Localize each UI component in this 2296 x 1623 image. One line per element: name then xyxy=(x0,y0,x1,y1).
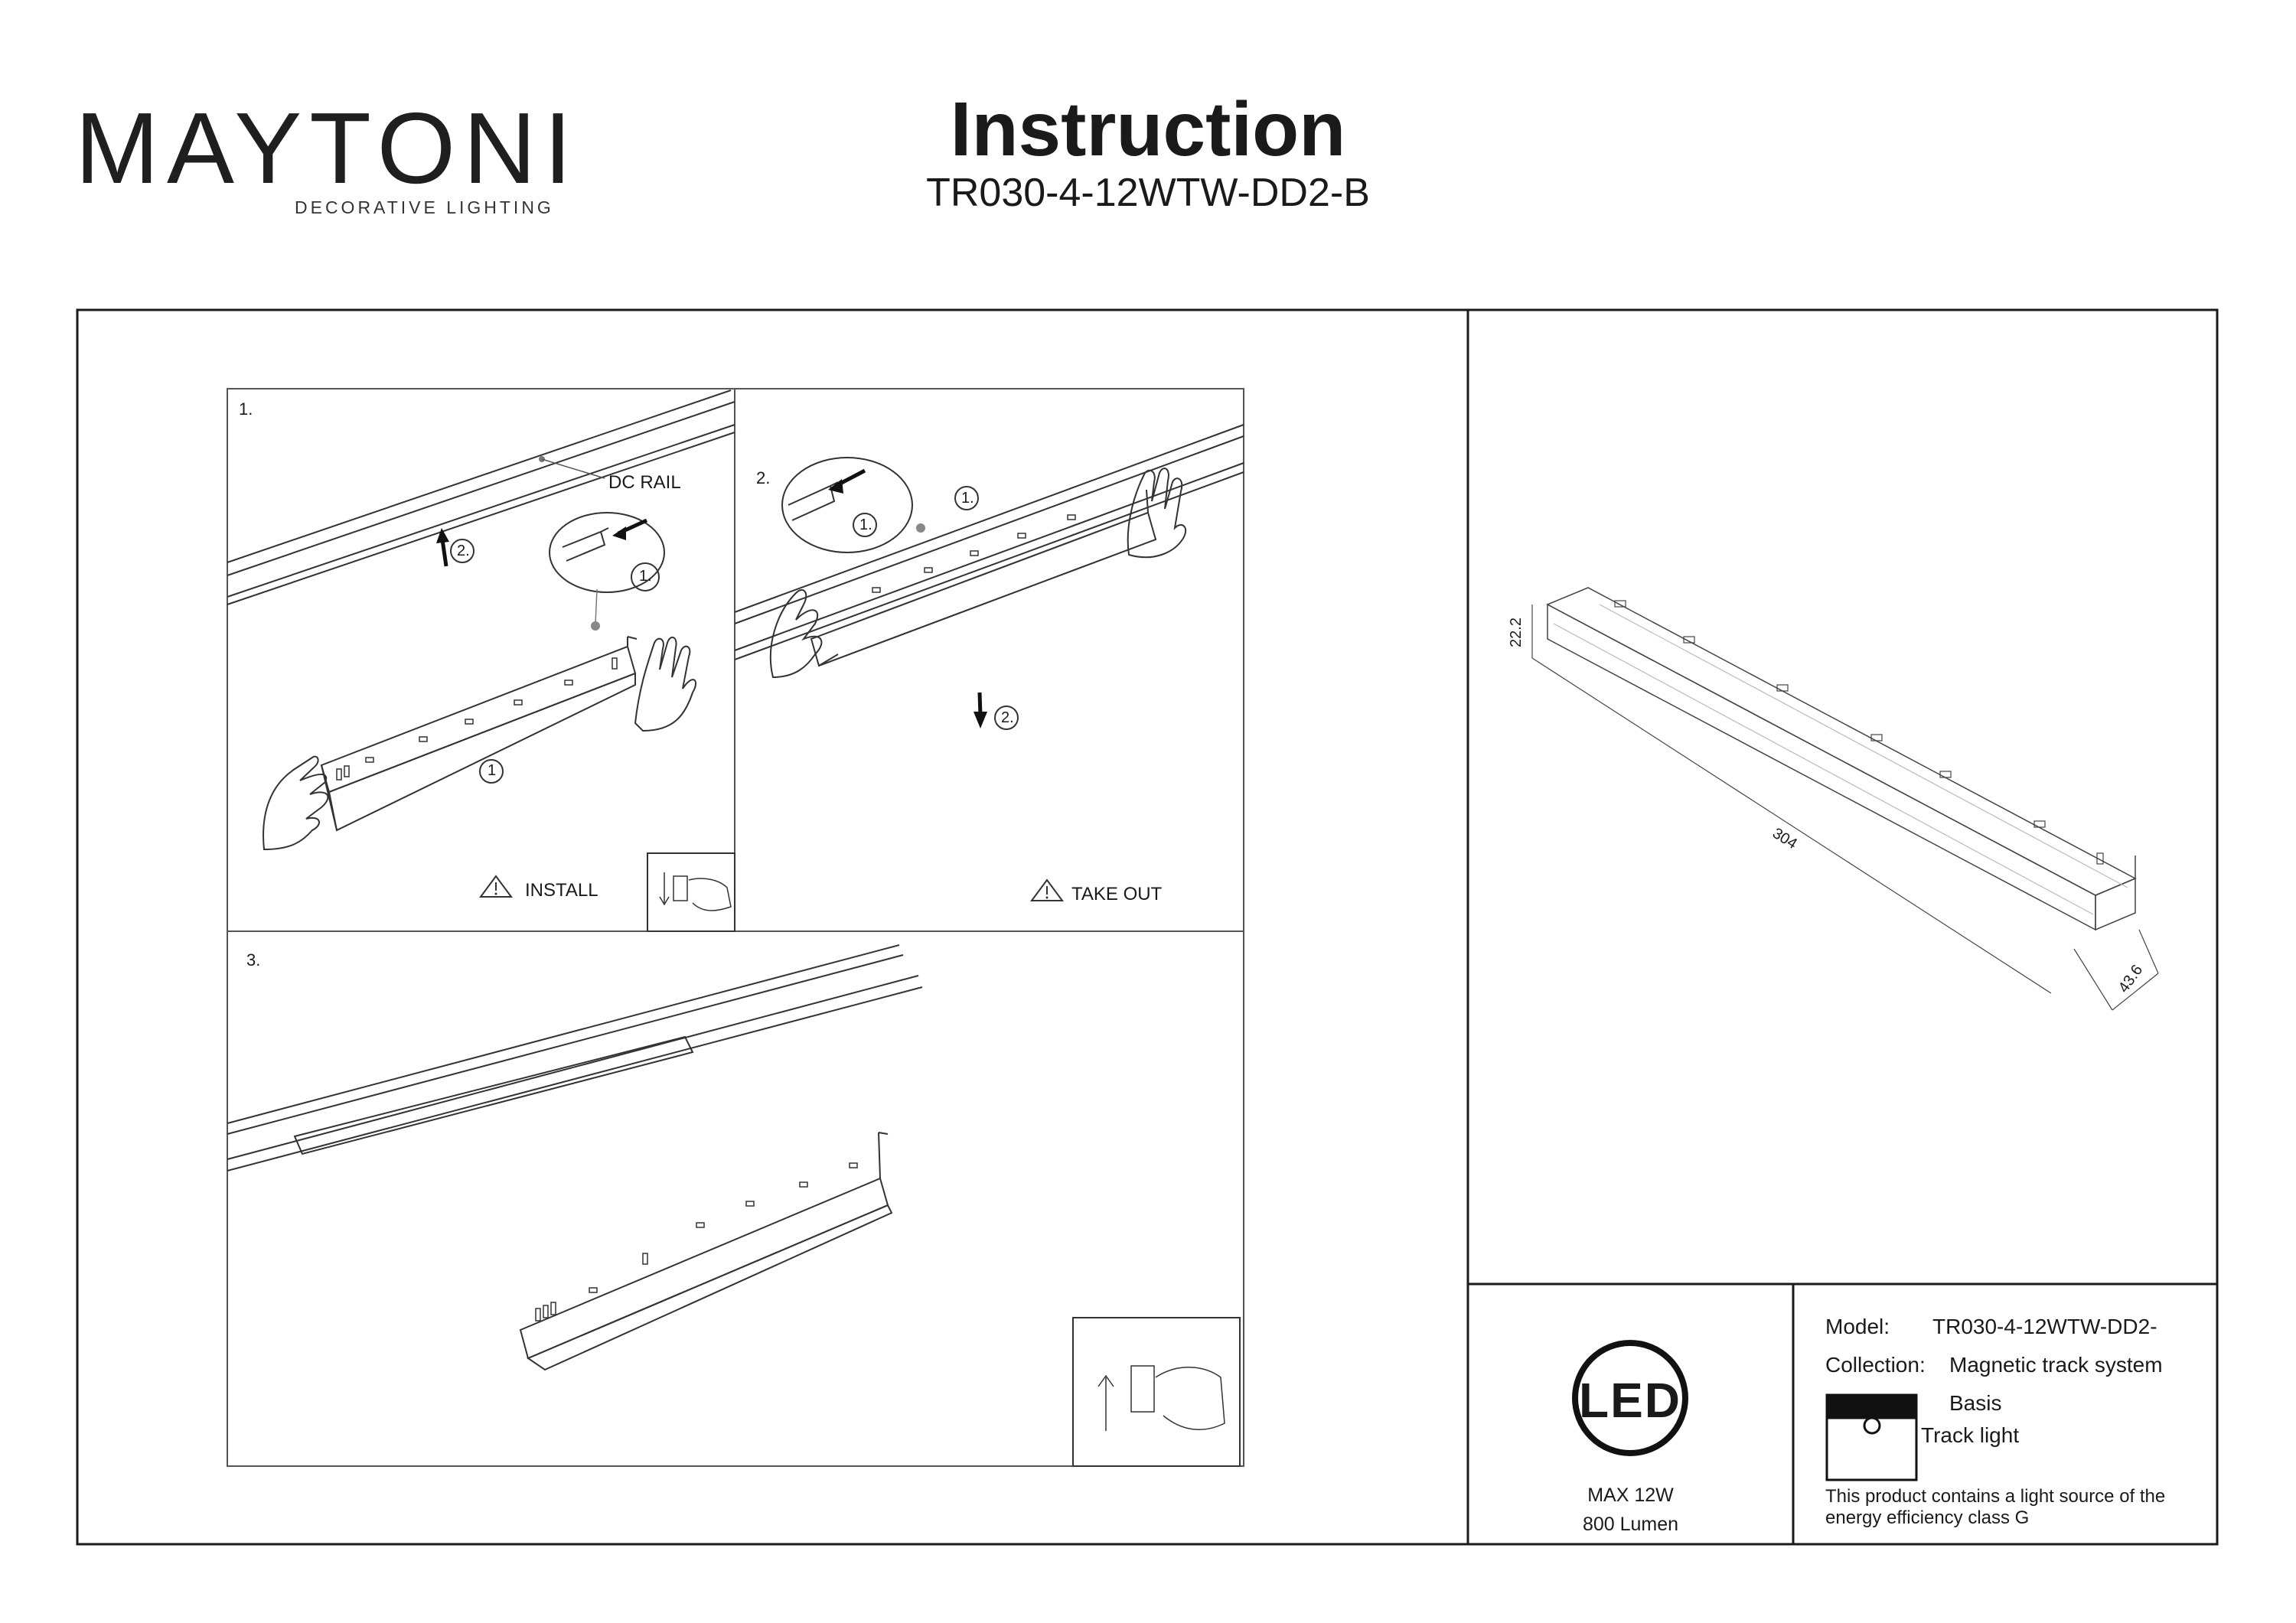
led-badge-text: LED xyxy=(1579,1373,1681,1428)
step1-luminaire xyxy=(320,636,638,832)
track-light-icon xyxy=(1825,1393,1918,1481)
energy-note: This product contains a light source of … xyxy=(1825,1486,2166,1528)
warning-icon xyxy=(479,875,513,898)
step1-marker-2: 2. xyxy=(457,543,470,559)
step2-marker-1b: 1. xyxy=(961,490,974,507)
spec-sub-collection: Basis xyxy=(1949,1391,2002,1415)
step2-marker-1a: 1. xyxy=(859,517,872,533)
spec-collection-label: Collection: xyxy=(1825,1353,1926,1377)
step1-rail xyxy=(227,389,735,605)
step3-rail xyxy=(227,944,923,1172)
page-title: Instruction xyxy=(950,86,1346,172)
warning-icon xyxy=(1030,878,1064,901)
dimension-slots xyxy=(1614,600,2104,865)
brand-tagline: DECORATIVE LIGHTING xyxy=(295,197,554,217)
step2-rail xyxy=(734,424,1244,660)
spec-type: Track light xyxy=(1921,1423,2020,1447)
step1-inset xyxy=(647,852,735,932)
spec-model-label: Model: xyxy=(1825,1315,1890,1338)
step1-marker-1: 1. xyxy=(639,568,652,585)
step2-arrow-down-icon xyxy=(974,692,987,728)
step2-zoom-ellipse xyxy=(781,457,913,553)
led-badge-icon xyxy=(1572,1340,1688,1456)
step3-number: 3. xyxy=(246,950,261,970)
led-lumen: 800 Lumen xyxy=(1582,1514,1679,1535)
step2-number: 2. xyxy=(756,468,771,487)
step2-marker-2: 2. xyxy=(1001,709,1014,726)
hand-icon xyxy=(769,589,823,679)
spec-model-value: TR030-4-12WTW-DD2- xyxy=(1932,1315,2157,1338)
model-code-heading: TR030-4-12WTW-DD2-B xyxy=(926,171,1370,215)
hand-icon xyxy=(1127,468,1187,559)
spec-collection-value: Magnetic track system xyxy=(1949,1353,2163,1377)
dim-height: 22.2 xyxy=(1507,618,1525,647)
step3-inset xyxy=(1072,1317,1241,1467)
take-out-label: TAKE OUT xyxy=(1071,884,1163,904)
dimension-drawing xyxy=(1546,587,2137,931)
step1-marker-plain: 1 xyxy=(488,762,497,779)
hand-icon xyxy=(263,755,329,851)
step1-arrow-up-icon xyxy=(436,528,449,567)
install-label: INSTALL xyxy=(525,880,598,901)
dc-rail-label: DC RAIL xyxy=(608,472,681,493)
hand-icon xyxy=(634,636,697,732)
step3-luminaire xyxy=(519,1132,893,1371)
step1-number: 1. xyxy=(239,399,253,419)
step1-slots xyxy=(336,657,618,781)
outer-frame xyxy=(76,308,2219,1546)
step2-luminaire xyxy=(810,489,1157,667)
led-power: MAX 12W xyxy=(1587,1484,1674,1506)
step1-zoom-ellipse xyxy=(549,512,665,593)
brand-logo: MAYTONI xyxy=(75,92,580,204)
